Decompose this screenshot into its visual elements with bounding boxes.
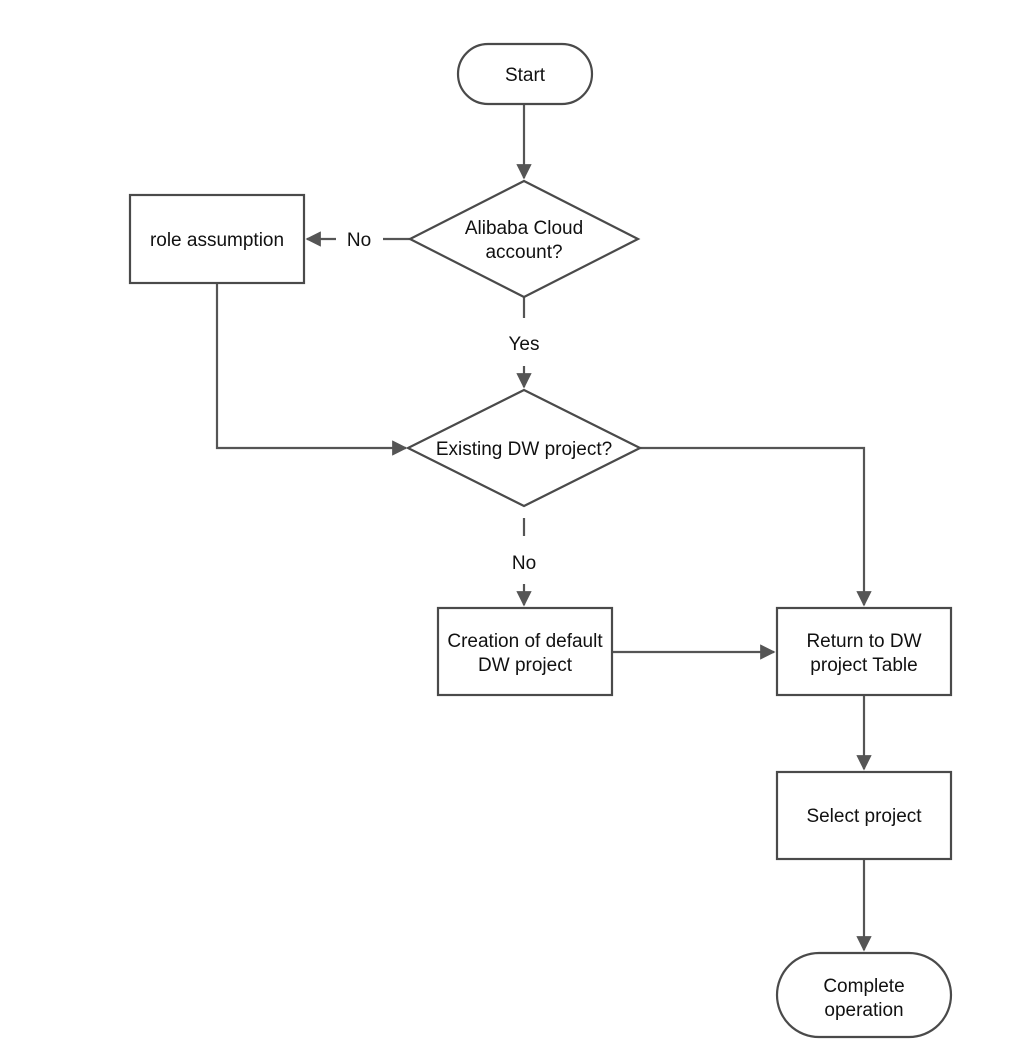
- node-decision-project: Existing DW project?: [405, 388, 643, 508]
- edge-project-to-return: [640, 446, 872, 607]
- node-decision-project-label: Existing DW project?: [436, 439, 612, 460]
- node-complete-label-1: Complete: [823, 976, 904, 997]
- node-role-assumption-label: role assumption: [150, 230, 284, 251]
- node-select-project-label: Select project: [806, 806, 922, 827]
- edge-role-to-project: [215, 283, 408, 456]
- node-start-label: Start: [505, 65, 546, 86]
- edge-label-account-yes: Yes: [509, 334, 540, 355]
- node-start: Start: [456, 42, 594, 106]
- node-create-default: Creation of default DW project: [436, 606, 614, 697]
- node-role-assumption: role assumption: [128, 193, 306, 285]
- node-decision-account-label-2: account?: [485, 242, 562, 263]
- node-decision-account: Alibaba Cloud account?: [407, 179, 641, 299]
- edge-label-project-no: No: [512, 553, 536, 574]
- edges: [215, 104, 872, 952]
- edge-labels: No Yes No: [347, 230, 540, 574]
- node-complete: Complete operation: [775, 951, 953, 1039]
- node-complete-label-2: operation: [824, 1000, 903, 1021]
- node-return-table: Return to DW project Table: [775, 606, 953, 697]
- node-create-default-label-1: Creation of default: [447, 631, 603, 652]
- node-create-default-label-2: DW project: [478, 655, 573, 676]
- node-return-table-label-2: project Table: [810, 655, 917, 676]
- node-select-project: Select project: [775, 770, 953, 861]
- node-return-table-label-1: Return to DW: [806, 631, 921, 652]
- edge-label-account-no: No: [347, 230, 371, 251]
- node-decision-account-label-1: Alibaba Cloud: [465, 218, 583, 239]
